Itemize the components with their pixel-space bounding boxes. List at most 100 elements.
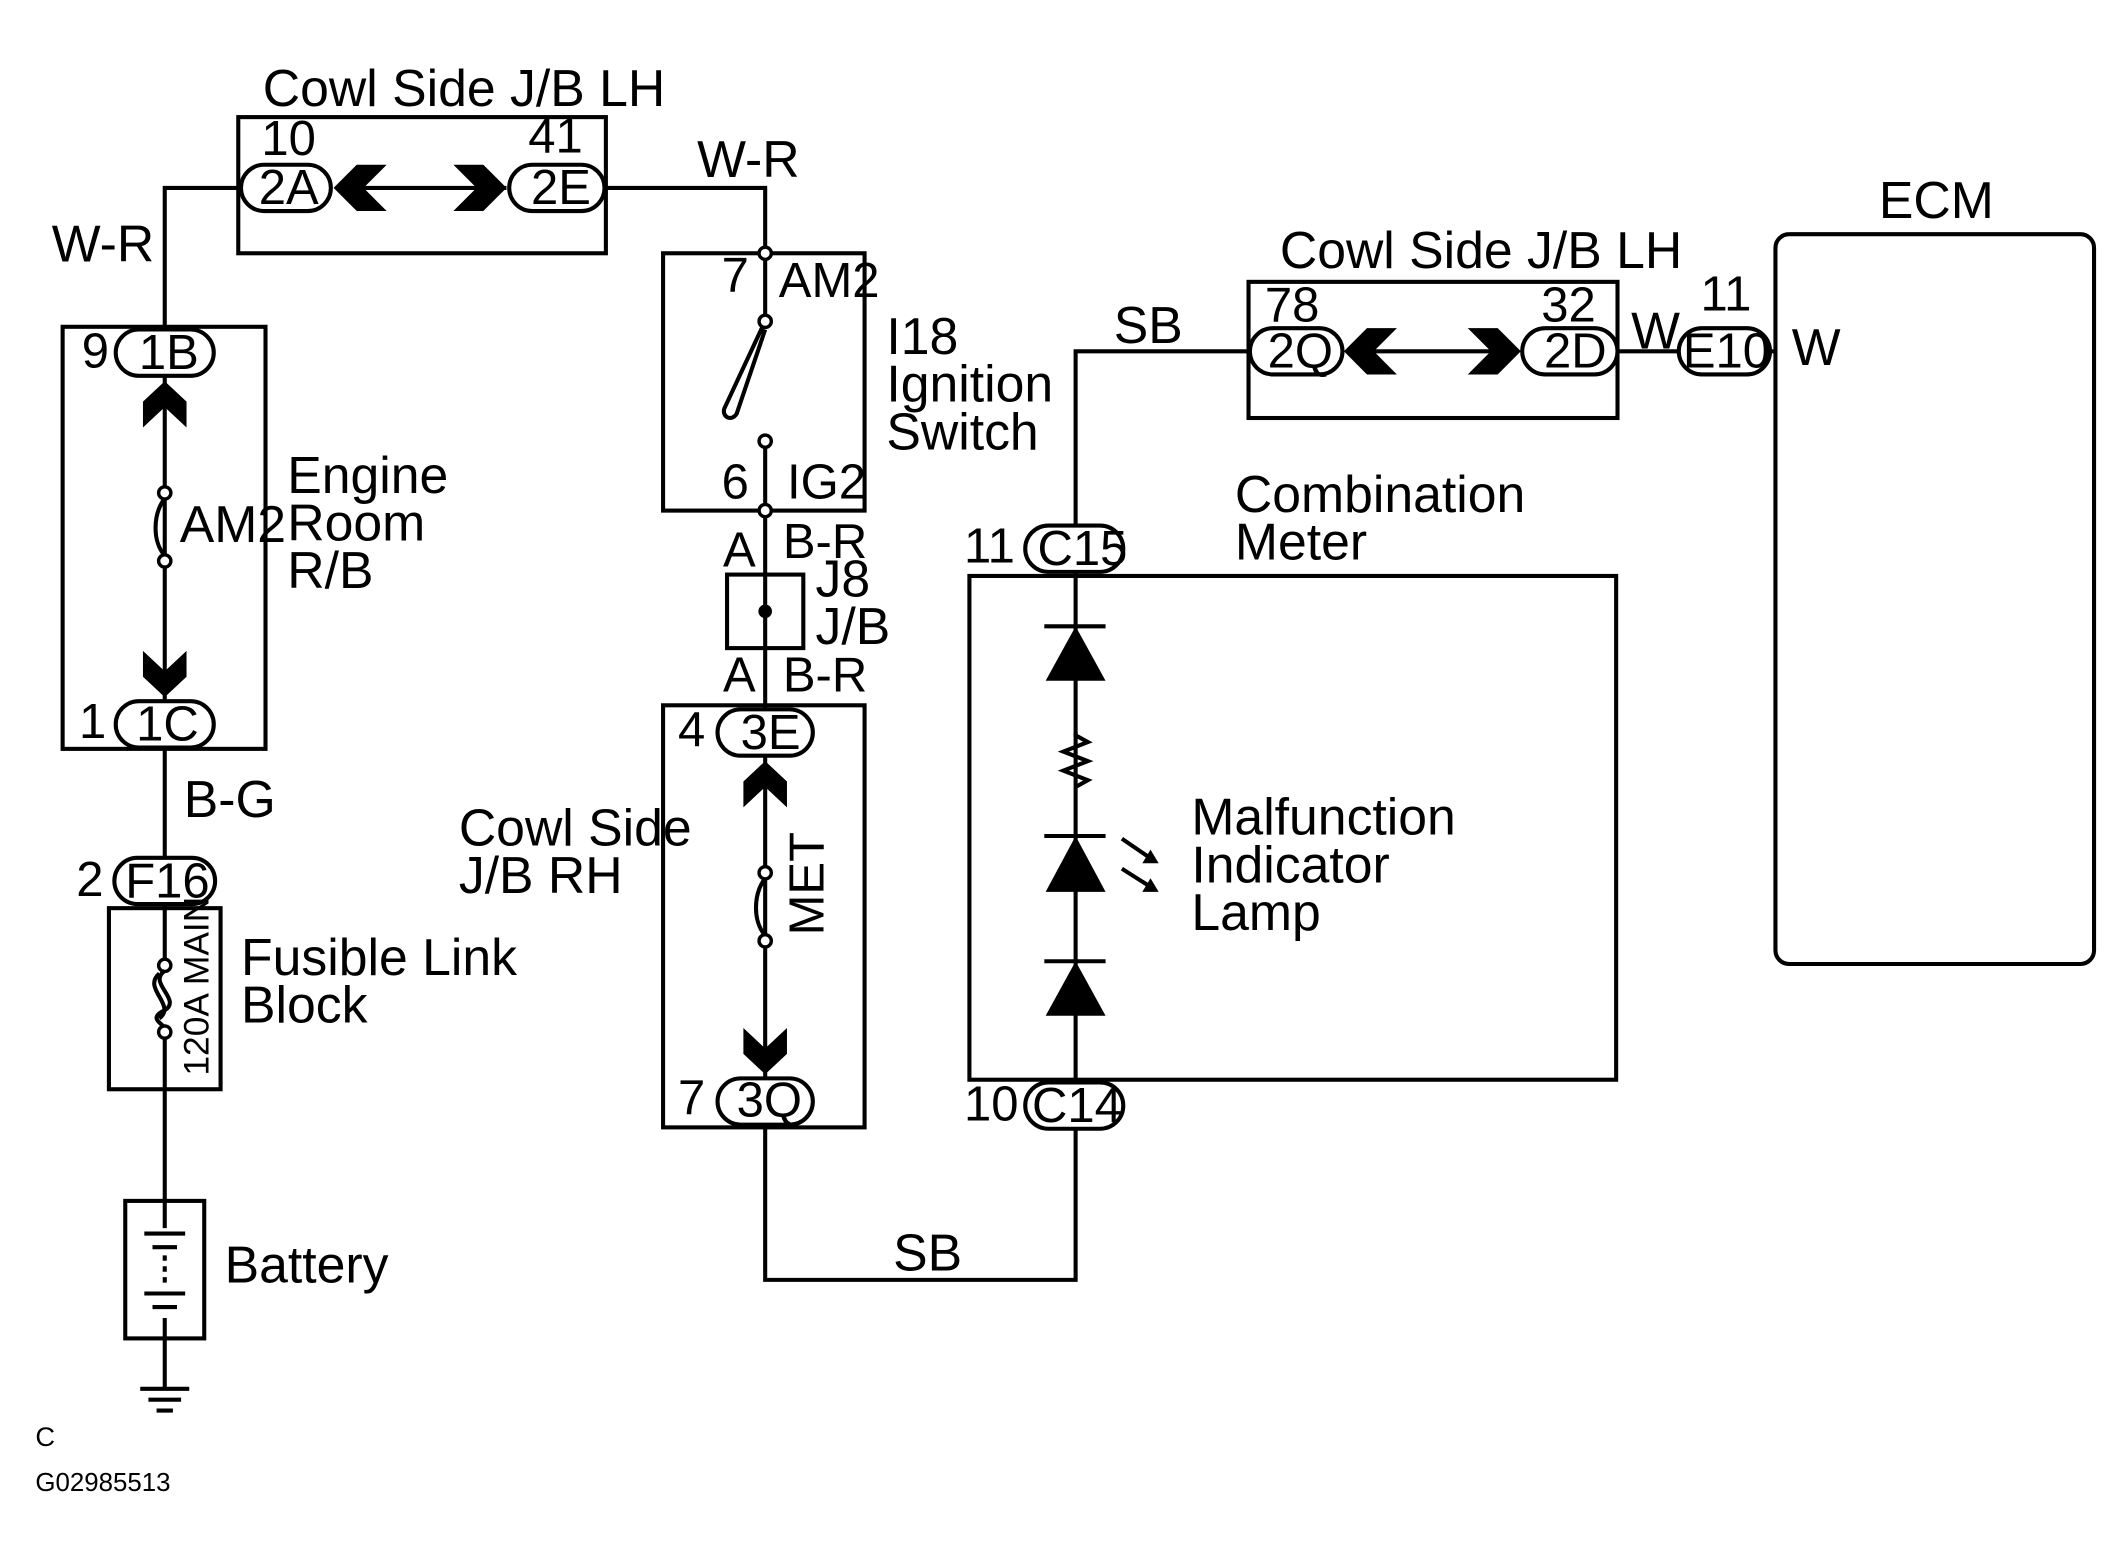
arrow-up-icon bbox=[142, 381, 187, 428]
chevron-left-icon-2 bbox=[1343, 328, 1397, 375]
ecm: ECM 11 E10 W bbox=[1676, 171, 2097, 967]
fuse-met-label: MET bbox=[781, 832, 835, 935]
wire-sb-bottom bbox=[763, 1124, 1078, 1282]
wire-label-w-jb: W bbox=[1631, 302, 1680, 360]
fuse-am2-icon bbox=[153, 497, 167, 557]
connector-e10 bbox=[1676, 326, 1773, 377]
fusible-terminal-top bbox=[156, 957, 173, 974]
connector-c14-label: C14 bbox=[1032, 1079, 1122, 1133]
resistor-icon bbox=[1057, 732, 1094, 789]
connector-1c bbox=[113, 699, 216, 750]
engine-room-title-1: Engine bbox=[287, 446, 448, 504]
j8-junction-block: A A J8 J/B bbox=[723, 523, 890, 702]
ecm-title: ECM bbox=[1879, 171, 1994, 229]
pin-number-41: 41 bbox=[528, 110, 583, 164]
pin-number-2: 2 bbox=[76, 853, 103, 907]
connector-2d-label: 2D bbox=[1544, 325, 1607, 379]
connector-2q bbox=[1247, 326, 1345, 377]
ign-am2-label: AM2 bbox=[779, 254, 880, 308]
meter-pin-11: 11 bbox=[964, 519, 1015, 573]
cowl-rh-box bbox=[661, 703, 867, 1130]
fusible-terminal-bottom bbox=[156, 1024, 173, 1040]
battery-label: Battery bbox=[225, 1236, 389, 1294]
cowl-lh-right-title: Cowl Side J/B LH bbox=[1280, 221, 1682, 279]
meter-box bbox=[967, 573, 1619, 1082]
ign-pin-6: 6 bbox=[722, 455, 749, 509]
cowl-side-jb-lh-right: Cowl Side J/B LH 78 32 2Q 2D bbox=[1246, 221, 1682, 421]
fusible-link-box bbox=[106, 906, 223, 1092]
ground-icon bbox=[140, 1386, 190, 1413]
fusible-link-block: 2 F16 120A MAIN Fusible Link Block bbox=[76, 853, 517, 1092]
connector-3q bbox=[715, 1076, 815, 1127]
connector-2a bbox=[238, 162, 333, 214]
diode-icon-2 bbox=[1044, 959, 1106, 1016]
ignition-title-3: Switch bbox=[886, 402, 1038, 460]
cowl-rh-pin-4: 4 bbox=[678, 703, 705, 757]
ecm-pin-11: 11 bbox=[1701, 267, 1752, 321]
ign-terminal-am2 bbox=[757, 245, 774, 262]
connector-f16 bbox=[112, 855, 218, 907]
connector-1b bbox=[113, 327, 216, 378]
pin-number-9: 9 bbox=[82, 325, 109, 379]
mil-label-1: Malfunction bbox=[1191, 788, 1455, 846]
connector-c15-label: C15 bbox=[1037, 522, 1127, 576]
j8-title-2: J/B bbox=[816, 597, 891, 655]
chevron-right-icon bbox=[453, 164, 507, 212]
met-terminal-bottom bbox=[757, 933, 774, 949]
combination-meter: Combination Meter 11 C15 10 C14 bbox=[964, 465, 1619, 1133]
ecm-w-label: W bbox=[1792, 318, 1841, 376]
pin-number-32: 32 bbox=[1541, 278, 1596, 332]
ignition-title-2: Ignition bbox=[886, 355, 1053, 413]
wire-wr-top bbox=[604, 185, 768, 254]
cowl-side-jb-rh: 4 3E MET 7 3Q Cowl Side J/B RH bbox=[459, 703, 867, 1130]
meter-pin-10: 10 bbox=[964, 1078, 1019, 1132]
connector-3q-label: 3Q bbox=[737, 1073, 802, 1127]
connector-f16-label: F16 bbox=[125, 854, 209, 908]
chevron-left-icon bbox=[333, 164, 387, 212]
engine-room-title-3: R/B bbox=[287, 541, 373, 599]
arrow-down-icon-met bbox=[743, 1027, 787, 1075]
battery: Battery bbox=[123, 1198, 389, 1341]
connector-c15 bbox=[1023, 523, 1126, 574]
fusible-link-title-1: Fusible Link bbox=[241, 928, 517, 986]
wire-sb-top bbox=[1073, 349, 1250, 526]
meter-title-1: Combination bbox=[1235, 465, 1525, 523]
fuse-terminal-bottom bbox=[156, 553, 173, 569]
engine-room-title-2: Room bbox=[287, 494, 425, 552]
ignition-switch: 7 AM2 6 IG2 I18 Ignition Switch bbox=[661, 245, 1053, 519]
connector-3e-label: 3E bbox=[741, 706, 801, 760]
cowl-side-jb-lh-top: Cowl Side J/B LH 10 41 2A 2E bbox=[236, 59, 665, 256]
wire-wr-left bbox=[162, 185, 243, 330]
j8-pin-a-bottom: A bbox=[723, 649, 756, 703]
mil-label-2: Indicator bbox=[1191, 835, 1389, 893]
j8-title-1: J8 bbox=[816, 549, 871, 607]
arrow-down-icon bbox=[142, 650, 187, 698]
connector-2d bbox=[1520, 326, 1620, 377]
j8-pin-a-top: A bbox=[723, 523, 756, 577]
connector-2a-label: 2A bbox=[259, 161, 319, 215]
connector-3e bbox=[715, 707, 815, 758]
cowl-rh-pin-7: 7 bbox=[678, 1071, 705, 1125]
wire-label-bg: B-G bbox=[184, 770, 276, 828]
light-emission-icon bbox=[1120, 837, 1159, 892]
fuse-terminal-top bbox=[156, 485, 173, 501]
wire-label-br-upper: B-R bbox=[783, 515, 867, 569]
ign-ig2-label: IG2 bbox=[787, 455, 866, 509]
fusible-link-icon-2 bbox=[152, 971, 167, 1021]
ignition-blade-icon bbox=[721, 325, 768, 420]
connector-e10-label: E10 bbox=[1683, 325, 1770, 379]
wire-label-wr-top: W-R bbox=[697, 130, 799, 188]
engine-room-rb: 9 1B AM2 1 1C Engine Room R/B bbox=[60, 325, 448, 752]
connector-1c-label: 1C bbox=[136, 698, 199, 752]
fusible-link-title-2: Block bbox=[241, 976, 368, 1034]
ecm-box bbox=[1773, 232, 2097, 967]
footer-code: C bbox=[35, 1421, 55, 1452]
connector-2q-label: 2Q bbox=[1268, 325, 1333, 379]
led-icon bbox=[1044, 833, 1106, 892]
ign-pin-7: 7 bbox=[722, 248, 749, 302]
wire-label-br-lower: B-R bbox=[783, 649, 867, 703]
wire-label-wr-left: W-R bbox=[52, 214, 154, 272]
cowl-rh-title-2: J/B RH bbox=[459, 846, 623, 904]
ignition-title-1: I18 bbox=[886, 307, 958, 365]
